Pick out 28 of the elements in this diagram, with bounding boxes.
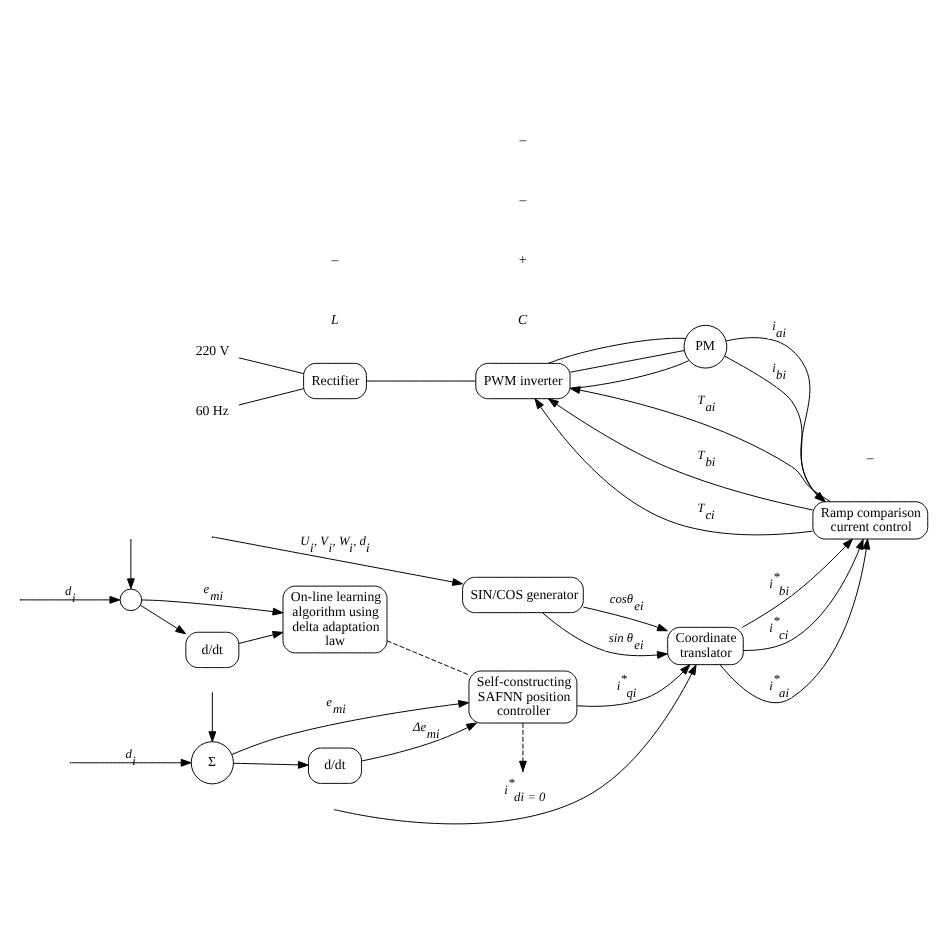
arrow (335, 664, 697, 825)
arrow (20, 595, 121, 604)
arrow (547, 398, 814, 511)
arrow (233, 760, 309, 769)
connector (366, 380, 476, 382)
connector (569, 350, 685, 373)
arrow (534, 398, 813, 536)
arrow (719, 538, 871, 704)
connector (238, 388, 304, 406)
arrow (576, 664, 697, 707)
arrow (742, 538, 864, 651)
arrow (139, 604, 187, 635)
arrow (361, 722, 478, 762)
arrow (231, 700, 470, 756)
arrow (238, 631, 284, 644)
arrow (519, 722, 527, 772)
arrow (141, 599, 284, 616)
connector (547, 337, 686, 364)
arrow (541, 612, 668, 659)
connector (238, 357, 304, 375)
node-circle (119, 588, 143, 612)
arrow (126, 539, 135, 590)
arrow (582, 606, 668, 632)
arrow (741, 538, 853, 628)
arrow (71, 758, 192, 767)
connector (386, 640, 470, 676)
arrow (208, 693, 217, 743)
arrow (212, 536, 464, 586)
